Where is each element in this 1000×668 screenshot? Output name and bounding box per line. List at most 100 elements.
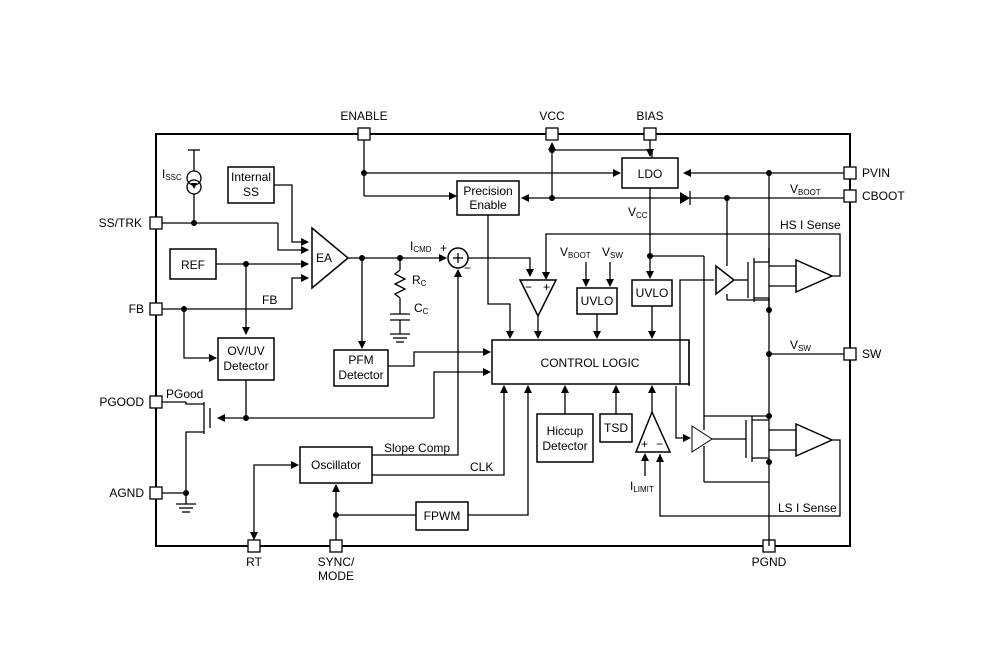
uvlo-vcc-block: UVLO — [631, 279, 673, 307]
pin-vcc[interactable]: VCC — [539, 109, 565, 141]
pwm-comparator: − + — [518, 279, 558, 318]
tsd-label: TSD — [604, 421, 628, 435]
ss-to-ea-wire — [277, 223, 309, 254]
ilim-minus-label: − — [656, 437, 663, 451]
device-outline — [155, 133, 851, 547]
tsd-block: TSD — [599, 413, 633, 443]
vsw-input-label: VSW — [602, 245, 623, 260]
pin-pgnd[interactable]: PGND — [752, 539, 787, 569]
pin-ss-trk[interactable]: SS/TRK — [99, 216, 163, 230]
fpwm-block: FPWM — [415, 501, 469, 531]
ls-sense-amp — [769, 422, 834, 458]
fpwm-to-control-wire — [468, 385, 532, 516]
ls-gate-driver — [691, 415, 769, 483]
pin-bias[interactable]: BIAS — [636, 109, 664, 141]
clk-wire — [372, 385, 508, 476]
pin-ss-trk-label: SS/TRK — [99, 216, 142, 230]
vcc-internal-label: VCC — [628, 205, 648, 220]
vboot-pin-label: VBOOT — [790, 182, 821, 197]
ldo-label: LDO — [638, 167, 663, 181]
enable-net — [361, 140, 621, 200]
control-logic-label: CONTROL LOGIC — [541, 356, 640, 370]
fb-to-ovuv-wire — [183, 309, 217, 362]
slope-comp-label: Slope Comp — [384, 441, 450, 455]
rc-label: RC — [412, 273, 427, 288]
agnd-ground — [162, 490, 196, 513]
pfm-to-control-wire — [388, 348, 491, 367]
ilimit-label: ILIMIT — [630, 479, 654, 494]
fb-line-label: FB — [262, 293, 277, 307]
ovuv-to-control-wire — [433, 368, 491, 418]
clk-label: CLK — [470, 460, 493, 474]
oscillator-block: Oscillator — [299, 446, 373, 484]
internal-ss-block: Internal SS — [227, 166, 275, 204]
fb-to-ea-wire — [291, 274, 309, 309]
ref-block: REF — [169, 248, 217, 280]
slope-comp-out-wire — [372, 450, 459, 456]
pin-sync-mode[interactable]: SYNC/ MODE — [318, 539, 355, 583]
precision-enable-block: Precision Enable — [456, 180, 520, 216]
pin-cboot-label: CBOOT — [862, 189, 905, 203]
internal-ss-label-1: Internal — [231, 170, 271, 184]
hs-sense-amp — [769, 258, 834, 294]
issc-current-source — [186, 149, 202, 223]
fpwm-label: FPWM — [424, 509, 461, 523]
rt-wire — [253, 461, 299, 540]
ls-drive-wire — [675, 386, 691, 442]
pin-fb-label: FB — [129, 302, 144, 316]
pin-enable-label: ENABLE — [340, 109, 387, 123]
pin-vcc-label: VCC — [539, 109, 565, 123]
ov-uv-label-1: OV/UV — [227, 344, 264, 358]
pfm-detector-block: PFM Detector — [333, 349, 389, 387]
ea-label: EA — [316, 251, 332, 265]
pin-enable[interactable]: ENABLE — [340, 109, 388, 141]
ldo-block: LDO — [621, 157, 679, 189]
control-logic-block: CONTROL LOGIC — [491, 339, 690, 385]
ov-uv-label-2: Detector — [223, 359, 268, 373]
enable-to-control-wire — [487, 215, 514, 339]
vboot-input-label: VBOOT — [560, 245, 591, 260]
ea-amplifier: EA — [311, 226, 350, 290]
summing-node: + − — [440, 241, 471, 275]
pin-pvin[interactable]: PVIN — [843, 166, 890, 180]
ls-mosfet — [745, 416, 769, 462]
uvlo-vcc-label: UVLO — [636, 286, 669, 300]
sum-minus-label: − — [464, 261, 471, 275]
pin-sync-label-2: MODE — [318, 569, 354, 583]
pgood-transistor — [162, 401, 211, 493]
boot-diode — [680, 191, 844, 262]
pvin-net — [683, 169, 844, 248]
pin-cboot[interactable]: CBOOT — [843, 189, 905, 203]
pin-pgnd-label: PGND — [752, 555, 787, 569]
compensation-network — [390, 258, 410, 343]
current-limit-comparator: + − — [634, 410, 672, 453]
pfm-label-2: Detector — [338, 368, 383, 382]
hiccup-label-1: Hiccup — [547, 424, 584, 438]
pin-sw-label: SW — [862, 347, 882, 361]
hs-drive-wire — [679, 279, 714, 384]
sum-to-comparator-wire — [468, 257, 534, 277]
pin-sw[interactable]: SW — [843, 347, 882, 361]
uvlo-boot-label: UVLO — [581, 294, 614, 308]
ls-sense-wire — [659, 439, 841, 517]
vcc-net — [521, 142, 680, 202]
vsw-pin-label: VSW — [790, 338, 811, 353]
ls-i-sense-label: LS I Sense — [778, 501, 837, 515]
hiccup-label-2: Detector — [542, 439, 587, 453]
issc-label: ISSC — [162, 167, 182, 182]
pin-pgood[interactable]: PGOOD — [99, 395, 163, 409]
pin-pvin-label: PVIN — [862, 166, 890, 180]
sum-plus-label: + — [440, 241, 447, 255]
pin-rt[interactable]: RT — [246, 539, 263, 569]
oscillator-label: Oscillator — [311, 458, 361, 472]
ref-label: REF — [181, 258, 205, 272]
internal-ss-to-ea-wire — [274, 184, 309, 246]
pin-sync-label-1: SYNC/ — [318, 555, 355, 569]
hs-i-sense-label: HS I Sense — [780, 218, 841, 232]
pin-pgood-label: PGOOD — [99, 395, 144, 409]
pin-agnd[interactable]: AGND — [109, 486, 163, 500]
pin-fb[interactable]: FB — [129, 302, 163, 316]
precision-enable-label-1: Precision — [463, 184, 512, 198]
hs-sense-wire — [545, 233, 841, 278]
